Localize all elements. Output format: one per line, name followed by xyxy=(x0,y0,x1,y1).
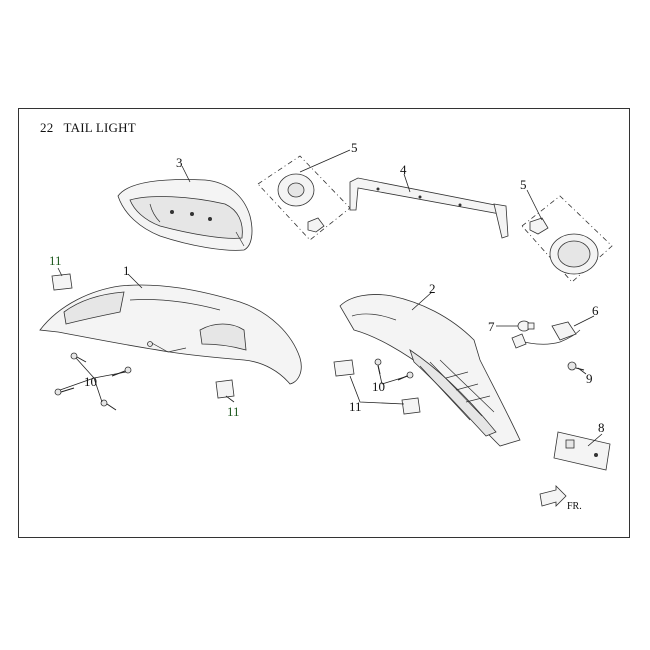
bulb xyxy=(517,320,535,332)
diagram-title: 22 TAIL LIGHT xyxy=(40,120,136,136)
direction-label: FR. xyxy=(567,501,582,512)
callout-11-bottom: 11 xyxy=(349,399,362,414)
screws-10-left xyxy=(54,352,132,411)
bulb-socket-right xyxy=(521,195,613,283)
callout-11-top-left: 11 xyxy=(49,253,62,268)
callout-10-right: 10 xyxy=(372,379,385,394)
rear-fender-cover xyxy=(39,284,302,385)
callout-4: 4 xyxy=(400,162,407,177)
section-title: TAIL LIGHT xyxy=(63,120,136,135)
direction-arrow-icon xyxy=(539,485,567,507)
callout-5-right: 5 xyxy=(520,177,527,192)
callout-1: 1 xyxy=(123,263,130,278)
callout-3: 3 xyxy=(176,155,183,170)
screw-9 xyxy=(567,361,585,371)
clip-nuts-11 xyxy=(51,273,421,415)
tail-lamp-housing xyxy=(117,179,253,251)
mounting-bracket xyxy=(349,177,509,239)
bulb-socket-left xyxy=(257,155,351,241)
callout-2: 2 xyxy=(429,281,436,296)
callout-8: 8 xyxy=(598,420,605,435)
diagram-frame xyxy=(18,108,630,538)
callout-5-left: 5 xyxy=(351,140,358,155)
wiring-harness xyxy=(511,321,581,349)
callout-7: 7 xyxy=(488,319,495,334)
leader-lines xyxy=(57,149,603,447)
callout-11-center: 11 xyxy=(227,404,240,419)
reflector-plate xyxy=(553,431,611,471)
callout-9: 9 xyxy=(586,371,593,386)
section-number: 22 xyxy=(40,120,54,135)
license-plate-holder xyxy=(339,294,521,447)
callout-10-left: 10 xyxy=(84,374,97,389)
callout-6: 6 xyxy=(592,303,599,318)
